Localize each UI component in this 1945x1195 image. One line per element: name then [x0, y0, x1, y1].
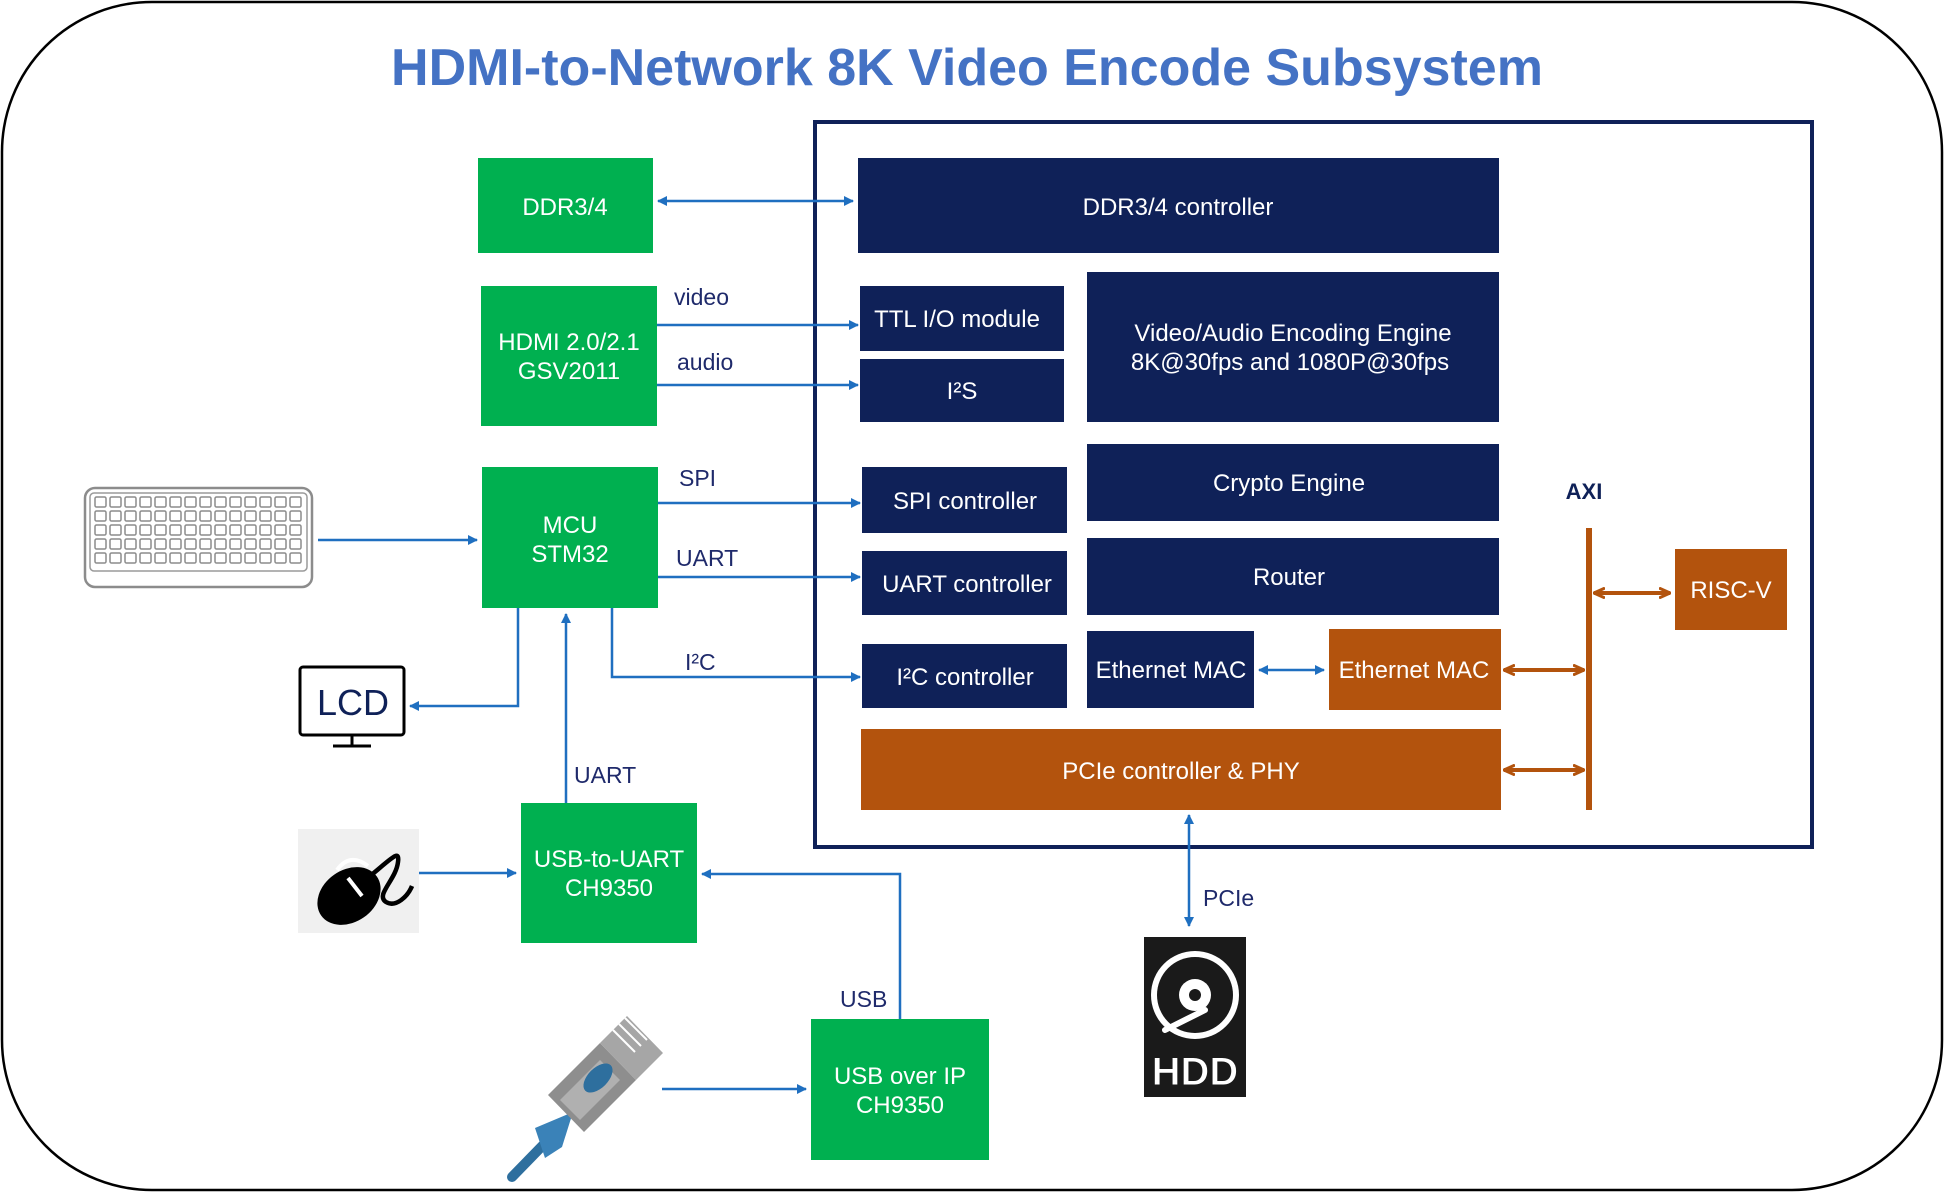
- mouse-icon: [298, 829, 419, 933]
- pcie-label: PCIe: [1203, 885, 1254, 911]
- blue-connections: [318, 196, 1325, 1094]
- svg-text:I²C controller: I²C controller: [896, 664, 1033, 691]
- hdd-icon: HDD: [1144, 937, 1246, 1097]
- router-block: Router: [1087, 538, 1499, 615]
- svg-text:HDMI 2.0/2.1: HDMI 2.0/2.1: [498, 329, 639, 356]
- svg-text:DDR3/4: DDR3/4: [522, 194, 607, 221]
- svg-text:GSV2011: GSV2011: [518, 358, 620, 385]
- svg-text:PCIe controller & PHY: PCIe controller & PHY: [1062, 758, 1299, 785]
- svg-text:AXI: AXI: [1566, 479, 1603, 504]
- usb-arrow: [701, 869, 902, 1019]
- svg-text:8K@30fps and 1080P@30fps: 8K@30fps and 1080P@30fps: [1131, 349, 1449, 376]
- axi-connections: [1504, 593, 1670, 770]
- svg-text:I²S: I²S: [947, 378, 978, 405]
- spi-controller-block: SPI controller: [862, 467, 1067, 533]
- keyboard-icon: [83, 486, 314, 589]
- svg-text:Ethernet MAC: Ethernet MAC: [1096, 657, 1247, 684]
- uart-controller-block: UART controller: [862, 551, 1067, 615]
- lcd-arrow: [409, 608, 520, 711]
- i2c-controller-block: I²C controller: [862, 644, 1067, 708]
- diagram-title: HDMI-to-Network 8K Video Encode Subsyste…: [391, 39, 1543, 97]
- uart-label-bottom: UART: [574, 762, 636, 788]
- audio-label: audio: [677, 349, 733, 375]
- uart-label-top: UART: [676, 545, 738, 571]
- soc-boundary: [813, 120, 1814, 849]
- usb-over-ip-block: USB over IP CH9350: [811, 1019, 989, 1160]
- spi-label: SPI: [679, 465, 716, 491]
- monitor-icon: LCD: [298, 665, 406, 748]
- crypto-engine-block: Crypto Engine: [1087, 444, 1499, 521]
- i2c-arrow: [610, 608, 861, 682]
- svg-text:Crypto Engine: Crypto Engine: [1213, 470, 1365, 497]
- svg-text:RISC-V: RISC-V: [1690, 577, 1771, 604]
- usb-to-uart-block: USB-to-UART CH9350: [521, 803, 697, 943]
- i2s-block: I²S: [860, 359, 1064, 422]
- ddr-memory-block: DDR3/4: [478, 158, 653, 253]
- ethernet-mac-internal-block: Ethernet MAC: [1087, 631, 1254, 708]
- riscv-block: RISC-V: [1675, 549, 1787, 630]
- svg-text:USB over IP: USB over IP: [834, 1063, 966, 1090]
- video-label: video: [674, 284, 729, 310]
- svg-text:Router: Router: [1253, 564, 1325, 591]
- svg-text:DDR3/4 controller: DDR3/4 controller: [1083, 194, 1274, 221]
- axi-bus: AXI: [1566, 479, 1603, 810]
- svg-text:STM32: STM32: [531, 541, 608, 568]
- svg-text:TTL I/O module: TTL I/O module: [874, 306, 1040, 333]
- svg-text:CH9350: CH9350: [565, 875, 653, 902]
- svg-text:CH9350: CH9350: [856, 1092, 944, 1119]
- svg-text:Video/Audio Encoding Engine: Video/Audio Encoding Engine: [1134, 320, 1451, 347]
- hdmi-receiver-block: HDMI 2.0/2.1 GSV2011: [481, 286, 657, 426]
- i2c-label: I²C: [685, 649, 716, 675]
- svg-text:Ethernet MAC: Ethernet MAC: [1339, 657, 1490, 684]
- usb-label: USB: [840, 986, 887, 1012]
- hdd-label: HDD: [1152, 1050, 1239, 1094]
- ttl-io-block: TTL I/O module: [860, 286, 1064, 351]
- ethernet-mac-axi-block: Ethernet MAC: [1329, 629, 1501, 710]
- ddr-controller-block: DDR3/4 controller: [858, 158, 1499, 253]
- svg-text:UART controller: UART controller: [882, 571, 1052, 598]
- mcu-block: MCU STM32: [482, 467, 658, 608]
- pcie-controller-block: PCIe controller & PHY: [861, 729, 1501, 810]
- lcd-label: LCD: [317, 682, 389, 723]
- encoding-engine-block: Video/Audio Encoding Engine 8K@30fps and…: [1087, 272, 1499, 422]
- svg-text:MCU: MCU: [543, 512, 598, 539]
- svg-text:SPI controller: SPI controller: [893, 488, 1037, 515]
- ethernet-cable-icon: [507, 1016, 663, 1182]
- svg-text:USB-to-UART: USB-to-UART: [534, 846, 685, 873]
